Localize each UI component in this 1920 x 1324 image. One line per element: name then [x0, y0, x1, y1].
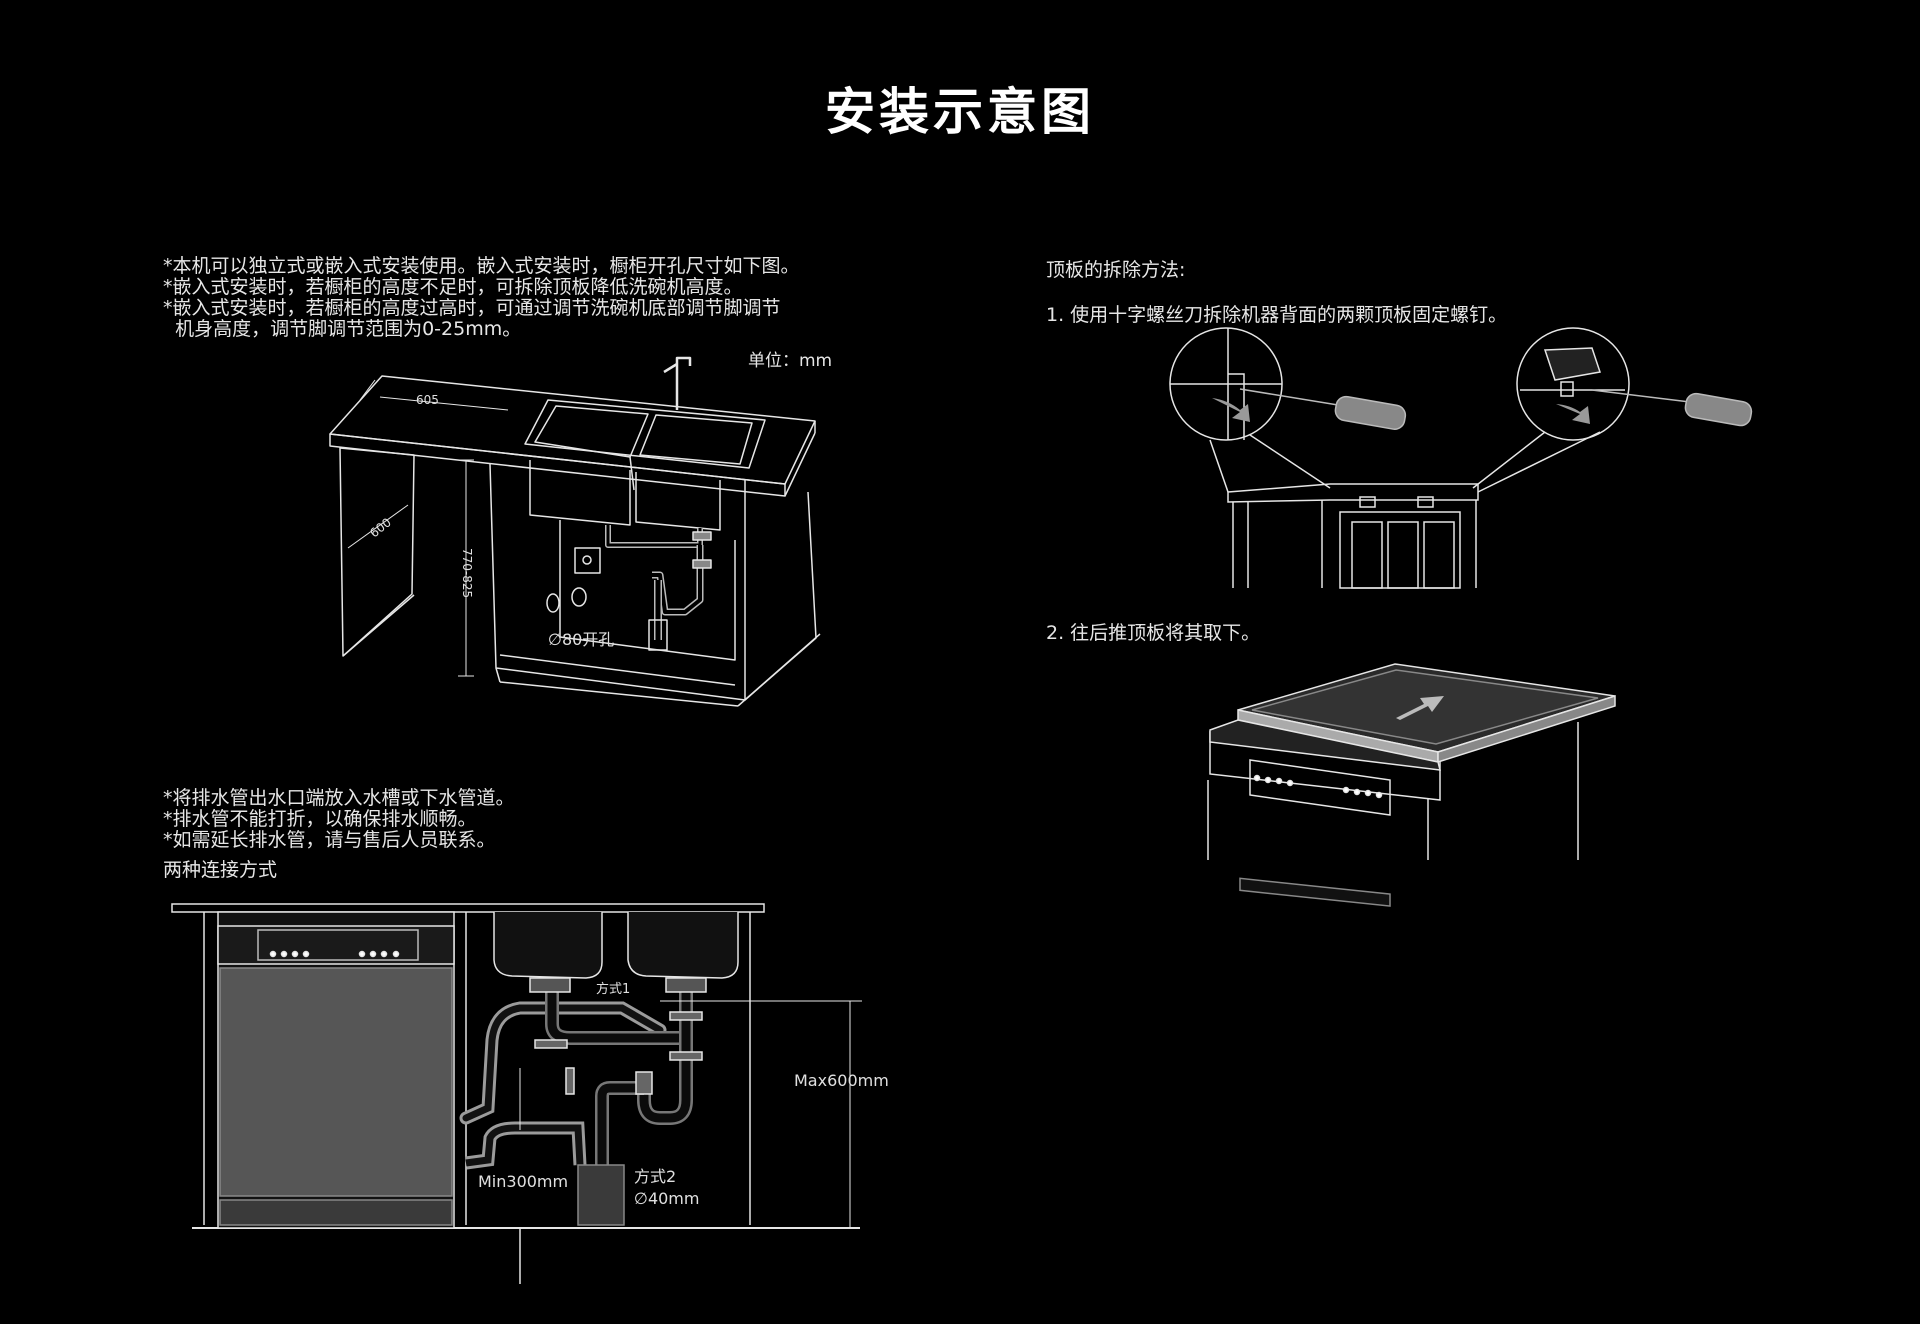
- step2-illustration: [1207, 663, 1616, 907]
- drain-note-1: *将排水管出水口端放入水槽或下水管道。: [163, 787, 515, 809]
- height-dimension-label: 770-825: [460, 548, 474, 598]
- hole-label: ∅80开孔: [548, 630, 614, 649]
- top-panel-heading: 顶板的拆除方法:: [1046, 259, 1186, 281]
- method2-label: 方式2: [634, 1167, 676, 1186]
- arrow-icon-right: [1556, 404, 1590, 424]
- sink-basin: [524, 399, 766, 469]
- faucet: [675, 356, 692, 410]
- depth-dimension-label: 600: [367, 515, 394, 540]
- install-note-1: *本机可以独立式或嵌入式安装使用。嵌入式安装时，橱柜开孔尺寸如下图。: [163, 255, 800, 277]
- drain-note-3: *如需延长排水管，请与售后人员联系。: [163, 829, 496, 851]
- max-height-label: Max600mm: [794, 1071, 889, 1090]
- install-note-3: *嵌入式安装时，若橱柜的高度过高时，可通过调节洗碗机底部调节脚调节: [163, 297, 781, 319]
- install-note-4: 机身高度，调节脚调节范围为0-25mm。: [163, 318, 522, 340]
- arrow-icon-left: [1212, 398, 1250, 422]
- diameter-label: ∅40mm: [634, 1189, 699, 1208]
- push-arrow-icon: [1396, 696, 1444, 720]
- top-panel-step1: 1. 使用十字螺丝刀拆除机器背面的两颗顶板固定螺钉。: [1046, 304, 1508, 326]
- install-note-2: *嵌入式安装时，若橱柜的高度不足时，可拆除顶板降低洗碗机高度。: [163, 276, 743, 298]
- install-notes: *本机可以独立式或嵌入式安装使用。嵌入式安装时，橱柜开孔尺寸如下图。 *嵌入式安…: [163, 256, 800, 340]
- connection-heading: 两种连接方式: [163, 859, 278, 881]
- page-title: 安装示意图: [825, 83, 1095, 141]
- screwdriver-icon-right: [1591, 389, 1753, 427]
- method1-label: 方式1: [596, 981, 630, 997]
- drain-diagram: [171, 903, 862, 1284]
- screwdriver-icon-left: [1239, 388, 1407, 430]
- min-height-label: Min300mm: [478, 1172, 568, 1191]
- width-dimension-label: 605: [416, 393, 439, 407]
- drain-note-2: *排水管不能打折，以确保排水顺畅。: [163, 808, 477, 830]
- drain-notes: *将排水管出水口端放入水槽或下水管道。 *排水管不能打折，以确保排水顺畅。 *如…: [163, 788, 515, 851]
- detail-circle-right: [1516, 327, 1630, 441]
- step1-illustration: [1169, 327, 1630, 589]
- unit-label: 单位：mm: [748, 351, 833, 371]
- top-panel-step2: 2. 往后推顶板将其取下。: [1046, 622, 1261, 644]
- cabinet-diagram: [329, 356, 821, 707]
